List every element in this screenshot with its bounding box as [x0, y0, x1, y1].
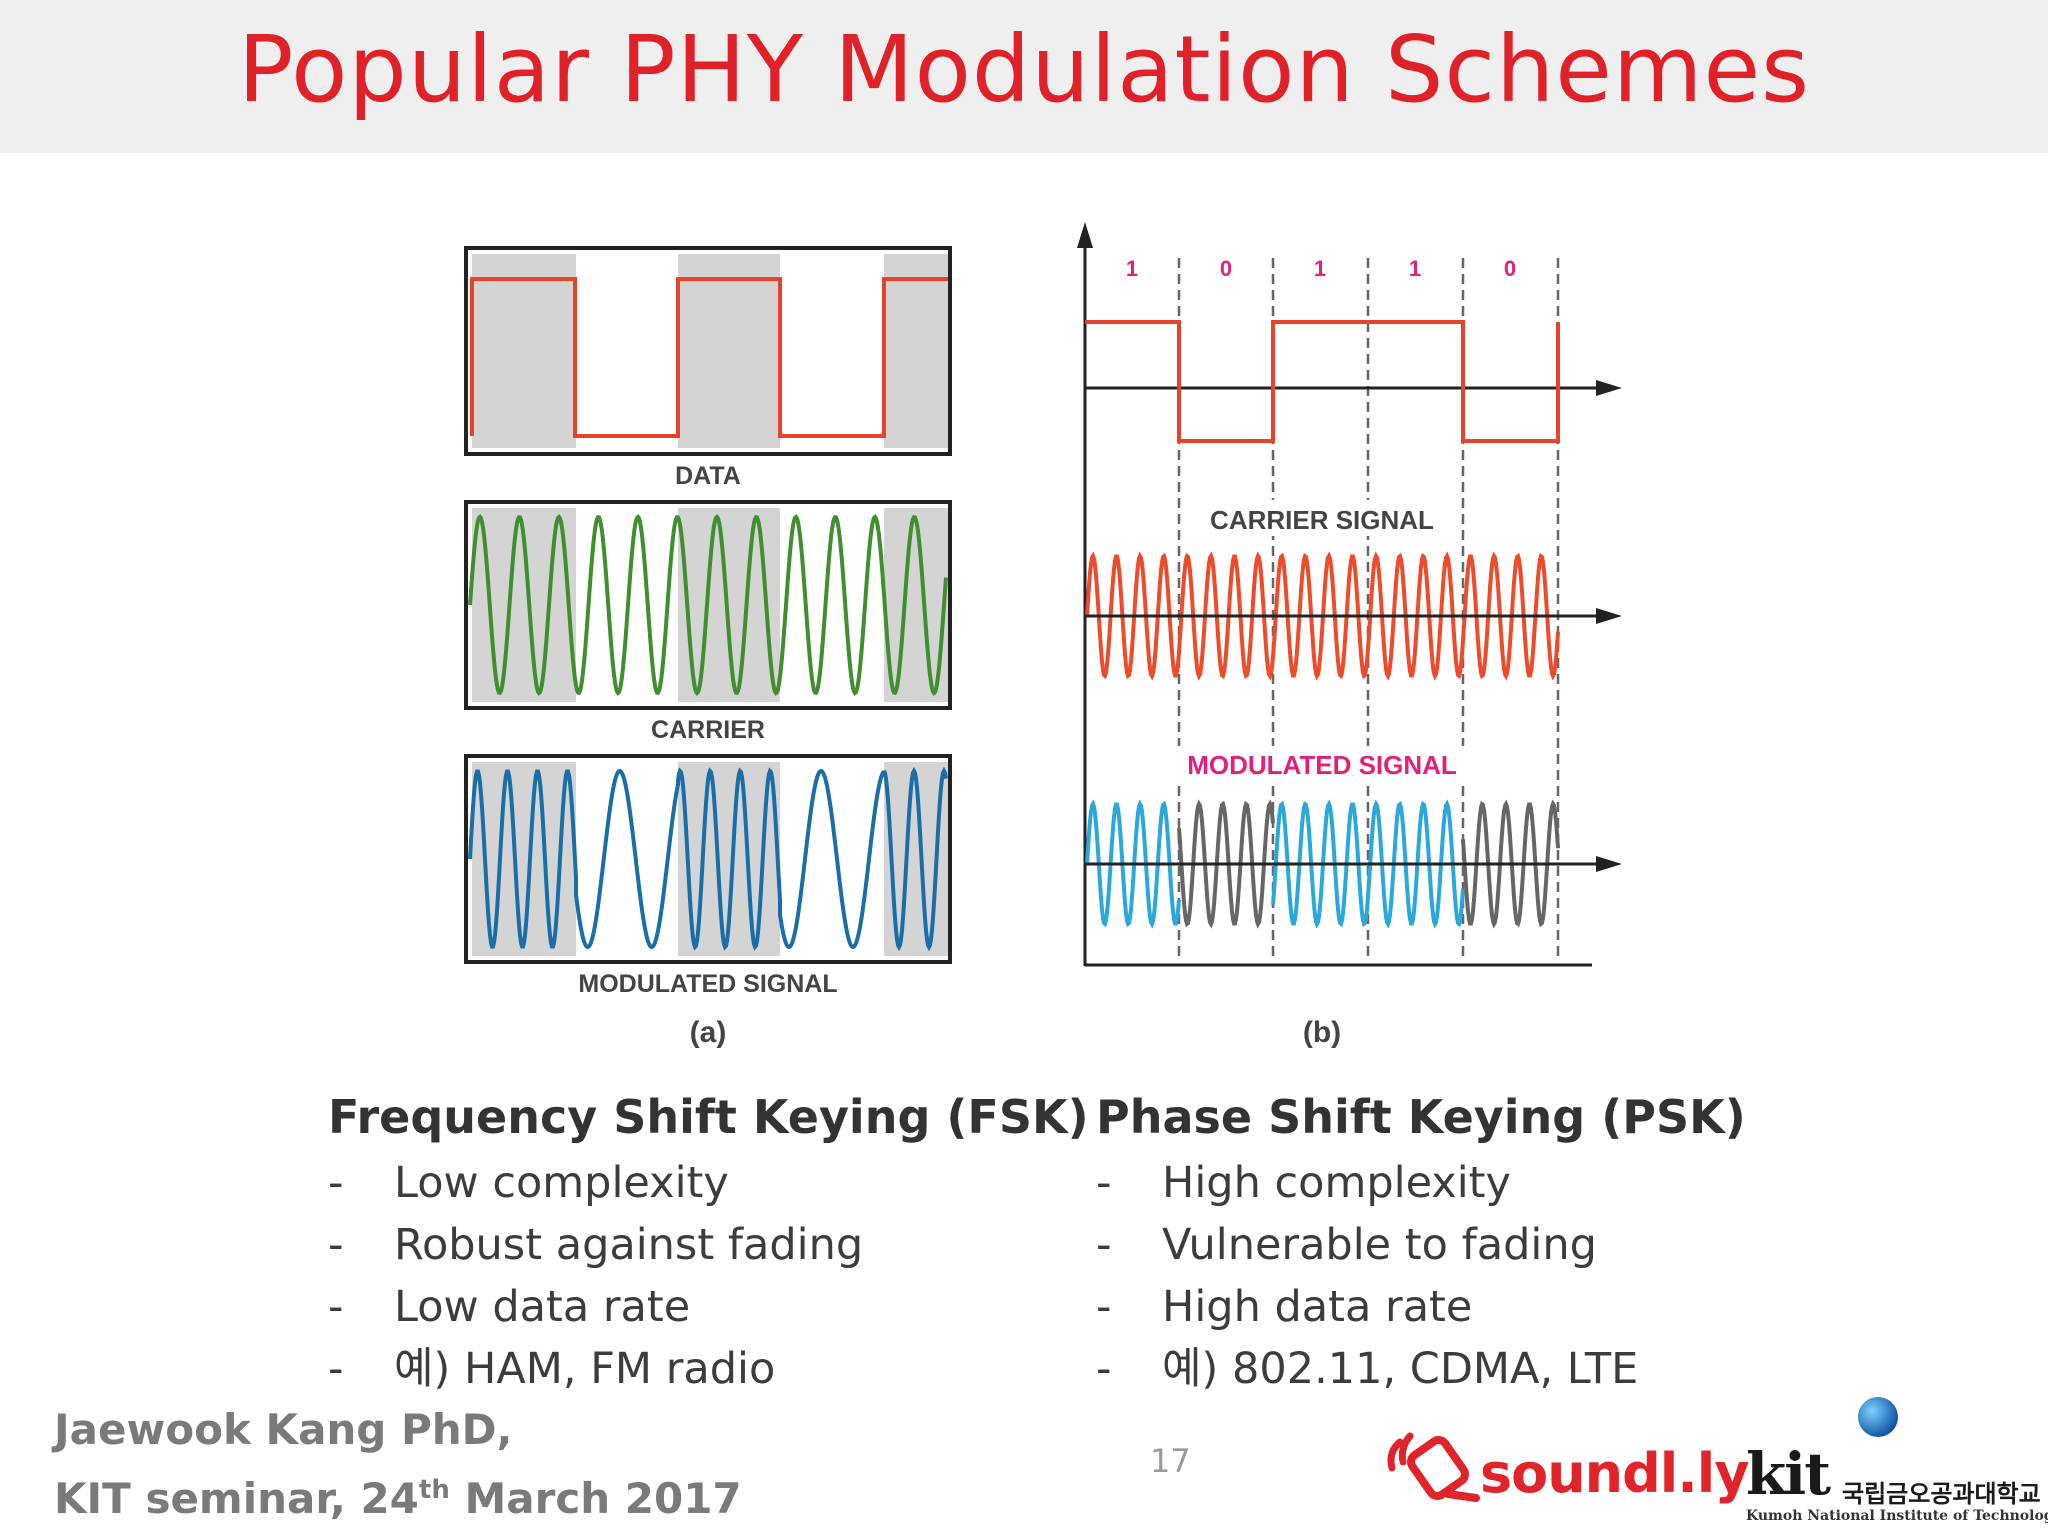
modulated-signal-label: MODULATED SIGNAL [1187, 750, 1457, 780]
list-item: -High complexity [1096, 1152, 1746, 1214]
author-credit: Jaewook Kang PhD, KIT seminar, 24th Marc… [54, 1400, 742, 1529]
figure-b: 1 0 1 1 0 CARRIER SIGNAL MODULATED SIGNA… [1077, 222, 1622, 1049]
author-name: Jaewook Kang PhD, [54, 1405, 513, 1454]
shade-band [678, 254, 780, 448]
carrier-signal-label: CARRIER SIGNAL [1210, 505, 1434, 535]
bit-label: 0 [1504, 256, 1516, 281]
bullet-dash: - [1096, 1220, 1112, 1270]
list-item: -예) 802.11, CDMA, LTE [1096, 1338, 1746, 1400]
psk-heading: Phase Shift Keying (PSK) [1096, 1090, 1746, 1144]
kit-english-name: Kumoh National Institute of Technology [1746, 1508, 2048, 1524]
psk-waveform [1085, 799, 1560, 929]
modulation-figure: DATA CARRIER MODULATED SIGNAL (a) [464, 222, 1622, 1049]
soundly-logo-text: soundl.ly [1480, 1442, 1750, 1505]
soundly-icon [1387, 1432, 1480, 1502]
y-axis-arrow [1077, 222, 1093, 248]
kit-emblem-icon [1858, 1397, 1898, 1437]
data-label: DATA [675, 462, 741, 490]
shade-band [472, 254, 576, 448]
title-bar [0, 0, 2048, 153]
figure-a: DATA CARRIER MODULATED SIGNAL (a) [464, 246, 952, 1049]
modulated-panel: MODULATED SIGNAL [464, 754, 952, 998]
bit-label: 1 [1314, 256, 1326, 281]
carrier-label: CARRIER [651, 716, 765, 744]
kit-korean-name: 국립금오공과대학교 [1842, 1480, 2041, 1508]
list-item: -Vulnerable to fading [1096, 1214, 1746, 1276]
kit-logo-text: kit [1746, 1440, 1831, 1508]
bullet-dash: - [1096, 1344, 1112, 1394]
caption-a: (a) [690, 1016, 727, 1049]
page-number: 17 [1150, 1442, 1191, 1480]
carrier-panel: CARRIER [464, 500, 952, 744]
psk-segment [1461, 799, 1560, 929]
bullet-dash: - [1096, 1158, 1112, 1208]
carrier-signal-waveform [1085, 551, 1560, 681]
fsk-waveform [468, 766, 948, 952]
bullet-dash: - [328, 1220, 344, 1270]
fsk-column: Frequency Shift Keying (FSK) -Low comple… [328, 1090, 1089, 1400]
fsk-heading: Frequency Shift Keying (FSK) [328, 1090, 1089, 1144]
psk-segment [1177, 799, 1275, 929]
data-waveform [470, 277, 950, 438]
bit-label: 1 [1126, 256, 1138, 281]
modulated-label: MODULATED SIGNAL [578, 970, 837, 998]
bullet-dash: - [328, 1282, 344, 1332]
list-item: -High data rate [1096, 1276, 1746, 1338]
psk-segment [1085, 799, 1181, 929]
caption-b: (b) [1303, 1016, 1341, 1049]
bit-label: 0 [1220, 256, 1232, 281]
carrier-axis-arrow [1596, 608, 1622, 624]
psk-segment [1366, 799, 1465, 929]
list-item: -예) HAM, FM radio [328, 1338, 1089, 1400]
slide-title: Popular PHY Modulation Schemes [237, 16, 1811, 123]
fsk-bullets: -Low complexity -Robust against fading -… [328, 1152, 1089, 1400]
bullet-dash: - [1096, 1282, 1112, 1332]
list-item: -Robust against fading [328, 1214, 1089, 1276]
bit-label: 1 [1409, 256, 1421, 281]
psk-column: Phase Shift Keying (PSK) -High complexit… [1096, 1090, 1746, 1400]
psk-bullets: -High complexity -Vulnerable to fading -… [1096, 1152, 1746, 1400]
seminar-line: KIT seminar, 24th March 2017 [54, 1474, 742, 1523]
list-item: -Low data rate [328, 1276, 1089, 1338]
carrier-waveform [468, 514, 948, 696]
data-panel: DATA [464, 246, 952, 490]
list-item: -Low complexity [328, 1152, 1089, 1214]
shade-band [884, 254, 950, 448]
data-axis-arrow [1596, 380, 1622, 396]
modulated-label-bg [1168, 746, 1472, 782]
carrier-label-bg [1198, 500, 1448, 536]
psk-segment [1271, 799, 1370, 929]
bullet-dash: - [328, 1344, 344, 1394]
bullet-dash: - [328, 1158, 344, 1208]
bpsk-data-waveform [1085, 320, 1560, 443]
modulated-axis-arrow [1596, 856, 1622, 872]
